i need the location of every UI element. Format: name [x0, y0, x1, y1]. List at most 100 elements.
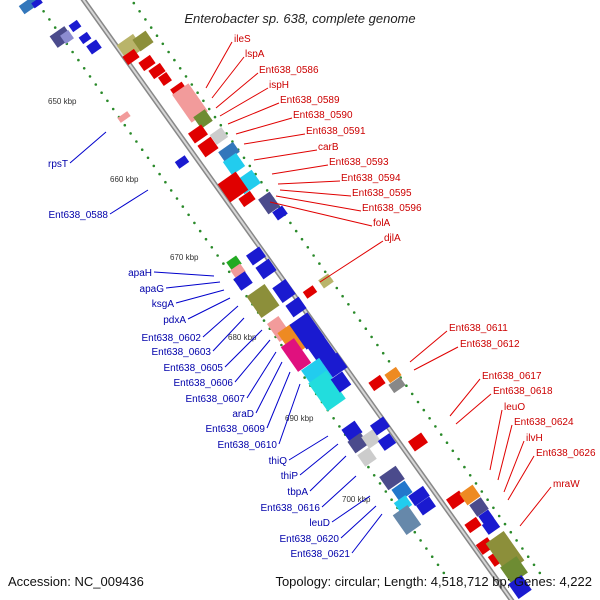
- tick-dot: [216, 254, 219, 257]
- gene-feature: [464, 516, 482, 534]
- gene-label[interactable]: ilvH: [526, 433, 543, 444]
- gene-label[interactable]: ileS: [234, 34, 251, 45]
- leader-line: [235, 117, 293, 135]
- gene-label[interactable]: Ent638_0595: [352, 188, 412, 199]
- gene-label[interactable]: carB: [318, 142, 339, 153]
- gene-label[interactable]: araD: [232, 409, 254, 420]
- gene-feature: [357, 447, 377, 467]
- gene-label[interactable]: Ent638_0620: [279, 534, 339, 545]
- gene-feature: [68, 19, 82, 33]
- tick-dot: [358, 319, 362, 322]
- tick-dot: [135, 140, 138, 143]
- tick-dot: [71, 50, 74, 54]
- gene-label[interactable]: Ent638_0610: [217, 440, 277, 451]
- tick-dot: [352, 311, 356, 314]
- gene-label[interactable]: djlA: [384, 233, 401, 244]
- gene-feature: [222, 152, 246, 176]
- gene-label[interactable]: Ent638_0612: [460, 339, 520, 350]
- gene-label[interactable]: leuD: [309, 518, 330, 529]
- gene-label[interactable]: Ent638_0602: [141, 333, 201, 344]
- gene-feature: [209, 127, 229, 145]
- gene-label[interactable]: Ent638_0609: [205, 424, 265, 435]
- tick-dot: [387, 360, 391, 363]
- tick-dot: [486, 498, 489, 502]
- gene-label[interactable]: leuO: [504, 402, 525, 413]
- gene-label[interactable]: Ent638_0605: [163, 363, 223, 374]
- gene-label[interactable]: Ent638_0611: [449, 323, 508, 334]
- gene-label[interactable]: thiP: [281, 471, 299, 482]
- tick-dot: [341, 294, 344, 298]
- tick-dot: [300, 237, 304, 241]
- tick-dot: [265, 189, 269, 192]
- leader-line: [234, 339, 271, 383]
- leader-line: [224, 329, 263, 368]
- tick-dot: [463, 465, 466, 469]
- gene-label[interactable]: Ent638_0588: [48, 210, 108, 221]
- gene-label[interactable]: thiQ: [269, 456, 288, 467]
- tick-dot: [434, 425, 437, 428]
- tick-dot: [384, 490, 388, 493]
- gene-feature: [255, 258, 277, 280]
- gene-feature: [60, 30, 74, 44]
- gene-label[interactable]: ispH: [269, 80, 289, 91]
- genome-summary-text: Topology: circular; Length: 4,518,712 bp…: [275, 574, 592, 589]
- tick-dot: [347, 303, 350, 306]
- tick-dot: [164, 180, 167, 184]
- tick-dot: [193, 221, 196, 225]
- gene-label[interactable]: Ent638_0596: [362, 203, 422, 214]
- gene-label[interactable]: Ent638_0624: [514, 417, 574, 428]
- gene-feature: [218, 141, 240, 163]
- tick-dot: [370, 335, 373, 339]
- gene-label[interactable]: Ent638_0617: [482, 371, 542, 382]
- tick-dot: [480, 490, 484, 493]
- kbp-label: 690 kbp: [285, 414, 314, 423]
- gene-feature: [308, 370, 346, 412]
- gene-label[interactable]: mraW: [553, 479, 580, 490]
- gene-label[interactable]: ksgA: [152, 299, 175, 310]
- gene-label[interactable]: Ent638_0618: [493, 386, 553, 397]
- gene-label[interactable]: lspA: [245, 49, 265, 60]
- gene-label[interactable]: Ent638_0606: [173, 378, 233, 389]
- gene-label[interactable]: pdxA: [163, 315, 186, 326]
- gene-label[interactable]: Ent638_0607: [185, 394, 245, 405]
- gene-label[interactable]: Ent638_0586: [259, 65, 319, 76]
- gene-label[interactable]: Ent638_0603: [151, 347, 211, 358]
- tick-dot: [430, 555, 434, 558]
- leader-line: [331, 495, 371, 523]
- tick-dot: [161, 42, 165, 46]
- gene-feature: [226, 255, 242, 271]
- gene-feature: [481, 517, 501, 535]
- tick-dot: [372, 474, 376, 477]
- gene-feature: [361, 429, 381, 449]
- tick-dot: [48, 18, 51, 21]
- gene-label[interactable]: tbpA: [287, 487, 308, 498]
- gene-label[interactable]: apaH: [128, 268, 152, 279]
- gene-label[interactable]: Ent638_0616: [260, 503, 320, 514]
- tick-dot: [425, 547, 428, 550]
- tick-dot: [439, 433, 443, 436]
- gene-label[interactable]: Ent638_0594: [341, 173, 401, 184]
- gene-label[interactable]: Ent638_0589: [280, 95, 340, 106]
- gene-feature: [478, 509, 494, 525]
- gene-label[interactable]: Ent638_0590: [293, 110, 353, 121]
- tick-dot: [262, 319, 266, 322]
- leader-line: [299, 443, 339, 476]
- gene-label[interactable]: folA: [373, 218, 391, 229]
- gene-label[interactable]: rpsT: [48, 159, 68, 170]
- tick-dot: [173, 58, 176, 62]
- gene-label[interactable]: apaG: [140, 284, 165, 295]
- gene-label[interactable]: Ent638_0626: [536, 448, 596, 459]
- leader-line: [519, 486, 552, 527]
- tick-dot: [532, 563, 536, 567]
- leader-line: [351, 513, 383, 554]
- gene-label[interactable]: Ent638_0593: [329, 157, 389, 168]
- leader-line: [340, 505, 377, 539]
- gene-feature: [138, 54, 156, 72]
- tick-dot: [210, 246, 214, 249]
- kbp-scale: 650 kbp 660 kbp 670 kbp 680 kbp 690 kbp …: [48, 97, 371, 504]
- gene-feature: [280, 338, 312, 372]
- tick-dot: [94, 83, 98, 86]
- tick-dot: [381, 351, 385, 355]
- gene-label[interactable]: Ent638_0591: [306, 126, 366, 137]
- gene-label[interactable]: Ent638_0621: [290, 549, 350, 560]
